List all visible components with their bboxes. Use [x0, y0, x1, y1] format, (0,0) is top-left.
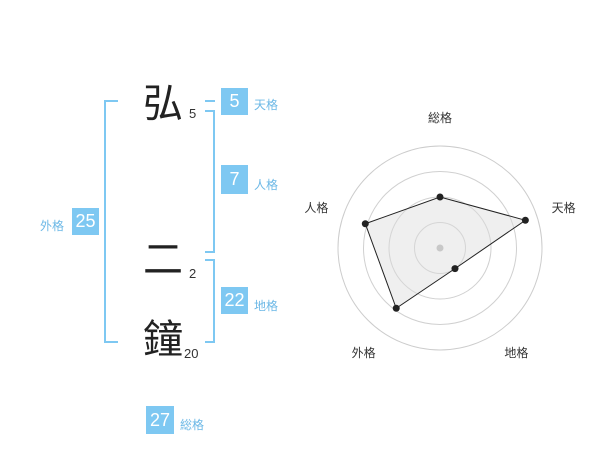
radar-ring	[363, 171, 517, 325]
chi-bracket	[205, 259, 215, 343]
radar-point-3	[451, 265, 459, 273]
radar-point-4	[392, 304, 400, 312]
chi-value-box: 22	[221, 287, 248, 314]
radar-ring	[414, 222, 466, 274]
chi-label: 地格	[254, 299, 279, 313]
radar-point-5	[361, 220, 369, 228]
name-char-2: 二	[143, 237, 183, 283]
sou-value-box: 27	[146, 406, 174, 434]
radar-axis-label: 人格	[304, 200, 328, 215]
radar-axis-label: 外格	[352, 345, 376, 360]
radar-series-polygon	[364, 196, 527, 310]
radar-point-2	[521, 216, 529, 224]
ten-label: 天格	[254, 98, 279, 112]
name-char-1-strokes: 5	[189, 106, 197, 121]
gai-value-box: 25	[72, 208, 99, 235]
jin-label: 人格	[254, 178, 279, 192]
radar-point-1	[436, 193, 444, 201]
outer-bracket	[104, 100, 118, 343]
name-char-3-strokes: 20	[184, 346, 199, 361]
ten-bracket	[205, 100, 215, 102]
radar-center-dot	[436, 244, 444, 252]
name-char-1: 弘	[143, 81, 183, 127]
name-char-2-strokes: 2	[189, 266, 197, 281]
radar-axis-label: 天格	[552, 200, 576, 215]
gai-label: 外格	[40, 219, 65, 233]
jin-value-box: 7	[221, 165, 248, 194]
ten-value-box: 5	[221, 88, 248, 115]
sou-label: 総格	[180, 418, 205, 432]
radar-axis-label: 総格	[428, 110, 452, 125]
jin-bracket	[205, 110, 215, 253]
radar-axis-label: 地格	[504, 345, 528, 360]
name-char-3: 鐘	[143, 317, 183, 363]
